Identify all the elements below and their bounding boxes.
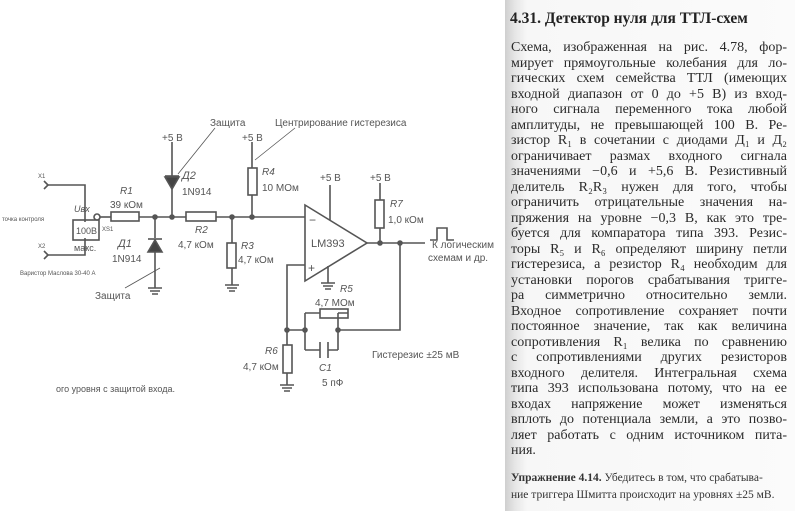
body-line: мирует прямоугольные колебания для ло- bbox=[511, 55, 787, 71]
label-d1: Д1 bbox=[116, 238, 132, 250]
label-ic: LM393 bbox=[311, 238, 345, 250]
value-d2: 1N914 bbox=[182, 187, 212, 198]
body-line: значениями −0,6 и +5,6 В. Резистивный bbox=[511, 164, 787, 179]
comparator-lm393 bbox=[304, 203, 369, 283]
label-d2: Д2 bbox=[180, 170, 196, 182]
label-output-1: К логическим bbox=[432, 240, 494, 251]
resistor-r5 bbox=[319, 308, 349, 319]
body-line: ра симметрично относительно земли. bbox=[511, 288, 787, 303]
body-line: буется для компаратора типа 393. Резис- bbox=[511, 226, 787, 241]
label-supply-r4: +5 В bbox=[242, 133, 263, 144]
resistor-r2 bbox=[185, 211, 217, 222]
pulse-icon bbox=[430, 227, 454, 241]
label-r7: R7 bbox=[390, 199, 403, 210]
body-line: зистор R₁ в сочетании с диодами Д₁ и Д₂ bbox=[511, 133, 787, 148]
text-column bbox=[505, 0, 795, 511]
body-line: ного сигнала переменного тока любой bbox=[511, 102, 787, 117]
body-line: ния. bbox=[511, 443, 536, 458]
body-line: амплитуды, не превышающей 100 В. Ре- bbox=[511, 117, 787, 133]
body-line: гических схем семейства ТТЛ (имеющих bbox=[511, 71, 787, 86]
label-uin-max: макс. bbox=[74, 243, 96, 253]
value-c1: 5 пФ bbox=[322, 378, 344, 389]
label-r1: R1 bbox=[120, 186, 133, 197]
label-c1: C1 bbox=[319, 363, 332, 374]
body-line: вплоть до потенциала земли, а это позво- bbox=[511, 412, 787, 427]
body-line: типа 393 использована потому, что на ее bbox=[511, 381, 787, 396]
label-r6: R6 bbox=[265, 346, 278, 357]
resistor-r4 bbox=[247, 167, 258, 196]
label-x2: X2 bbox=[38, 244, 46, 250]
label-protection-bottom: Защита bbox=[95, 291, 131, 302]
terminal-x2 bbox=[43, 250, 50, 260]
circuit-diagram: X1 X2 XS1 точка контроля Варистор Маслов… bbox=[2, 118, 494, 394]
capacitor-c1 bbox=[305, 342, 338, 358]
resistor-r3 bbox=[226, 242, 237, 269]
exercise-line-1: Убедитесь в том, что срабатыва- bbox=[604, 472, 763, 484]
body-line: гистерезиса, а резистор R₄ необходим для bbox=[511, 257, 787, 272]
label-output-2: схемам и др. bbox=[428, 253, 488, 264]
body-line: установки порогов срабатывания тригге- bbox=[511, 272, 787, 288]
label-uin-value: 100В bbox=[76, 226, 97, 236]
body-line: входного делителя. Интегральная схема bbox=[511, 365, 787, 381]
body-line: сопротивления R₁ велика по сравнению bbox=[511, 334, 787, 350]
resistor-r7 bbox=[374, 199, 385, 229]
body-line: ограничивает размах входного сигнала bbox=[511, 148, 787, 164]
body-line: входах напряжение может изменяться bbox=[511, 396, 787, 412]
body-line: ограничить отрицательные значения на- bbox=[511, 195, 787, 210]
value-d1: 1N914 bbox=[112, 254, 142, 265]
body-line: постоянное значение, так как величина bbox=[511, 319, 787, 334]
body-line: торы R₅ и R₆ определяют ширину петли bbox=[511, 241, 787, 257]
value-r6: 4,7 кОм bbox=[243, 362, 279, 373]
value-r7: 1,0 кОм bbox=[388, 215, 424, 226]
value-r5: 4,7 МОм bbox=[315, 298, 355, 309]
body-line: входной диапазон от 0 до +5 В) из вход- bbox=[511, 86, 787, 102]
diode-d2 bbox=[163, 176, 181, 191]
label-varistor: Варистор Маслова 30-40 А bbox=[20, 271, 96, 277]
body-line: Входное сопротивление сохраняет почти bbox=[511, 303, 787, 319]
label-plus: + bbox=[308, 261, 315, 275]
label-x1: X1 bbox=[38, 174, 46, 180]
section-heading: 4.31. Детектор нуля для ТТЛ-схем bbox=[510, 10, 748, 27]
label-r5: R5 bbox=[340, 284, 353, 295]
exercise-label: Упражнение 4.14. bbox=[511, 472, 602, 484]
label-hysteresis: Гистерезис ±25 мВ bbox=[372, 350, 460, 361]
figure-caption: ого уровня с защитой входа. bbox=[56, 384, 175, 394]
input-terminal bbox=[93, 213, 101, 221]
label-r2: R2 bbox=[195, 225, 208, 236]
body-line: Схема, изображенная на рис. 4.78, фор- bbox=[511, 40, 787, 55]
exercise-line-2: ние триггера Шмитта происходит на уровня… bbox=[511, 489, 775, 501]
value-r3: 4,7 кОм bbox=[238, 255, 274, 266]
value-r4: 10 МОм bbox=[262, 183, 299, 194]
body-line: делитель R₂R₃ нужен для того, чтобы bbox=[511, 179, 787, 195]
section-body: Схема, изображенная на рис. 4.78, фор-ми… bbox=[511, 40, 787, 459]
label-supply-r7: +5 В bbox=[370, 173, 391, 184]
body-line: с сопротивлениями других резисторов bbox=[511, 350, 787, 365]
label-uin: Uвх bbox=[74, 204, 90, 214]
diode-d1 bbox=[146, 238, 164, 253]
value-r1: 39 кОм bbox=[110, 200, 143, 211]
terminal-x1 bbox=[43, 180, 50, 190]
label-r3: R3 bbox=[241, 241, 254, 252]
resistor-r6 bbox=[282, 344, 293, 374]
body-line: пряжения на уровне −0,3 В, как это тре- bbox=[511, 210, 787, 226]
varistor-block bbox=[72, 219, 100, 241]
value-r2: 4,7 кОм bbox=[178, 240, 214, 251]
label-minus: − bbox=[309, 213, 316, 227]
label-centering: Центрирование гистерезиса bbox=[275, 118, 407, 129]
resistor-r1 bbox=[110, 211, 140, 222]
label-test-point: точка контроля bbox=[2, 217, 44, 223]
label-supply-d2: +5 В bbox=[162, 133, 183, 144]
exercise: Упражнение 4.14. Убедитесь в том, что ср… bbox=[511, 470, 789, 504]
label-protection-top: Защита bbox=[210, 118, 246, 129]
body-line: ляет работать с одним источником пита- bbox=[511, 427, 787, 443]
label-supply-ic: +5 В bbox=[320, 173, 341, 184]
label-xs1: XS1 bbox=[102, 227, 114, 233]
label-r4: R4 bbox=[262, 167, 275, 178]
